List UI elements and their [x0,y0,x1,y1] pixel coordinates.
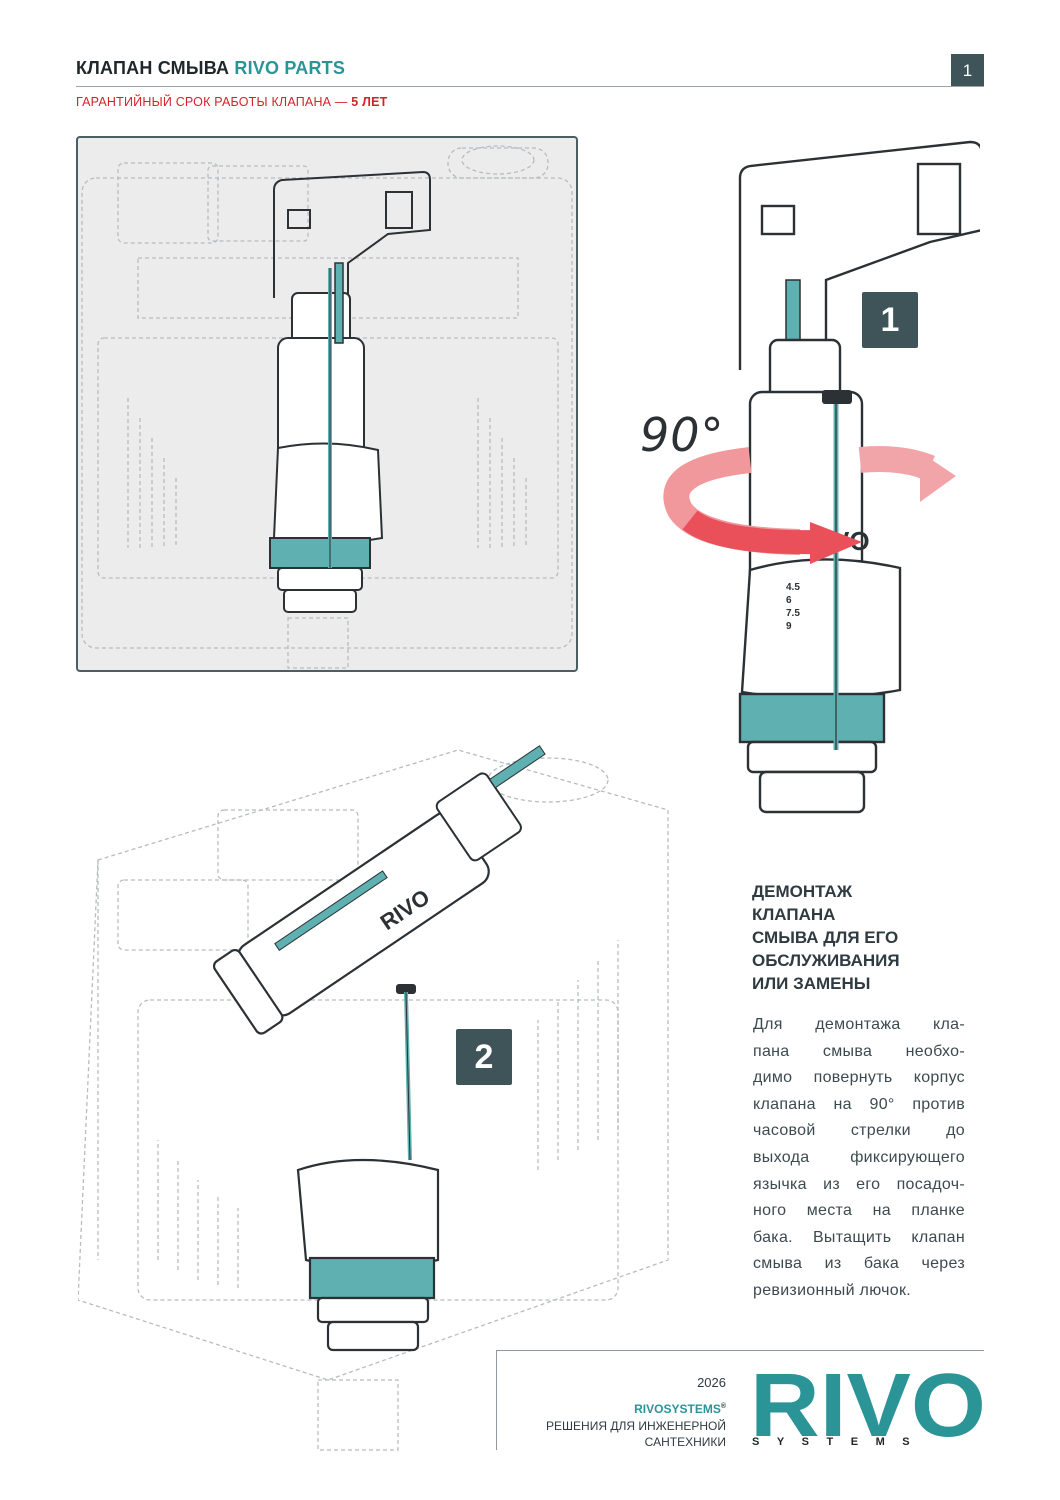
warranty-value: 5 ЛЕТ [351,95,388,109]
header-divider [76,86,984,87]
heading-line: ИЛИ ЗАМЕНЫ [752,974,871,993]
footer-divider [496,1350,984,1351]
footer-year: 2026 [697,1375,726,1390]
body-line: Для демонтажа кла- [753,1016,965,1033]
heading-line: КЛАПАНА [752,905,836,924]
title-accent: RIVO PARTS [234,58,346,78]
title-main: КЛАПАН СМЫВА [76,58,230,78]
body-line: язычка из его посадоч- [753,1175,965,1193]
footer-tagline: РЕШЕНИЯ ДЛЯ ИНЖЕНЕРНОЙ САНТЕХНИКИ [500,1418,726,1450]
step-1-badge: 1 [862,292,918,348]
section-heading: ДЕМОНТАЖ КЛАПАНА СМЫВА ДЛЯ ЕГО ОБСЛУЖИВА… [752,880,992,995]
body-line: клапана на 90° против [753,1095,965,1113]
tagline-line: РЕШЕНИЯ ДЛЯ ИНЖЕНЕРНОЙ [546,1419,726,1433]
rivo-logo: RIVO [750,1366,986,1440]
logo-sub: SYSTEMS [752,1436,928,1448]
body-line: димо повернуть корпус [753,1069,965,1087]
heading-line: ОБСЛУЖИВАНИЯ [752,951,900,970]
page-number: 1 [951,54,984,87]
removal-illustration: RIVO [78,745,669,1451]
logo-main: RIVO [750,1366,986,1440]
footer-brand-name: RIVOSYSTEMS [634,1402,721,1416]
scale-mark: 9 [786,621,792,632]
body-line: часовой стрелки до [753,1122,965,1140]
scale-mark: 4.5 [786,582,800,593]
warranty-line: ГАРАНТИЙНЫЙ СРОК РАБОТЫ КЛАПАНА — 5 ЛЕТ [76,95,387,109]
body-line: смыва из бака через [753,1255,965,1273]
heading-line: СМЫВА ДЛЯ ЕГО [752,928,899,947]
scale-mark: 7.5 [786,608,800,619]
body-line: ревизионный лючок. [753,1281,912,1299]
body-line: пана смыва необхо- [753,1042,965,1060]
body-line: ного места на планке [753,1202,965,1220]
rotation-illustration: RIVO 4.5 6 7.5 9 [663,140,980,814]
installed-valve-illustration [81,145,573,669]
body-line: бака. Вытащить клапан [753,1228,965,1246]
instruction-text: Для демонтажа кла- пана смыва необхо- ди… [753,1012,965,1305]
warranty-prefix: ГАРАНТИЙНЫЙ СРОК РАБОТЫ КЛАПАНА — [76,95,348,109]
rotation-angle-label: 90° [640,408,725,462]
footer-divider-vertical [496,1350,497,1450]
body-line: выхода фиксирующего [753,1148,965,1166]
heading-line: ДЕМОНТАЖ [752,882,853,901]
step-2-badge: 2 [456,1029,512,1085]
installed-valve-panel [76,136,578,672]
scale-mark: 6 [786,595,792,606]
registered-mark: ® [720,1403,726,1410]
tagline-line: САНТЕХНИКИ [644,1435,726,1449]
footer-brand: RIVOSYSTEMS® [560,1402,726,1416]
document-title: КЛАПАН СМЫВА RIVO PARTS [76,58,345,79]
